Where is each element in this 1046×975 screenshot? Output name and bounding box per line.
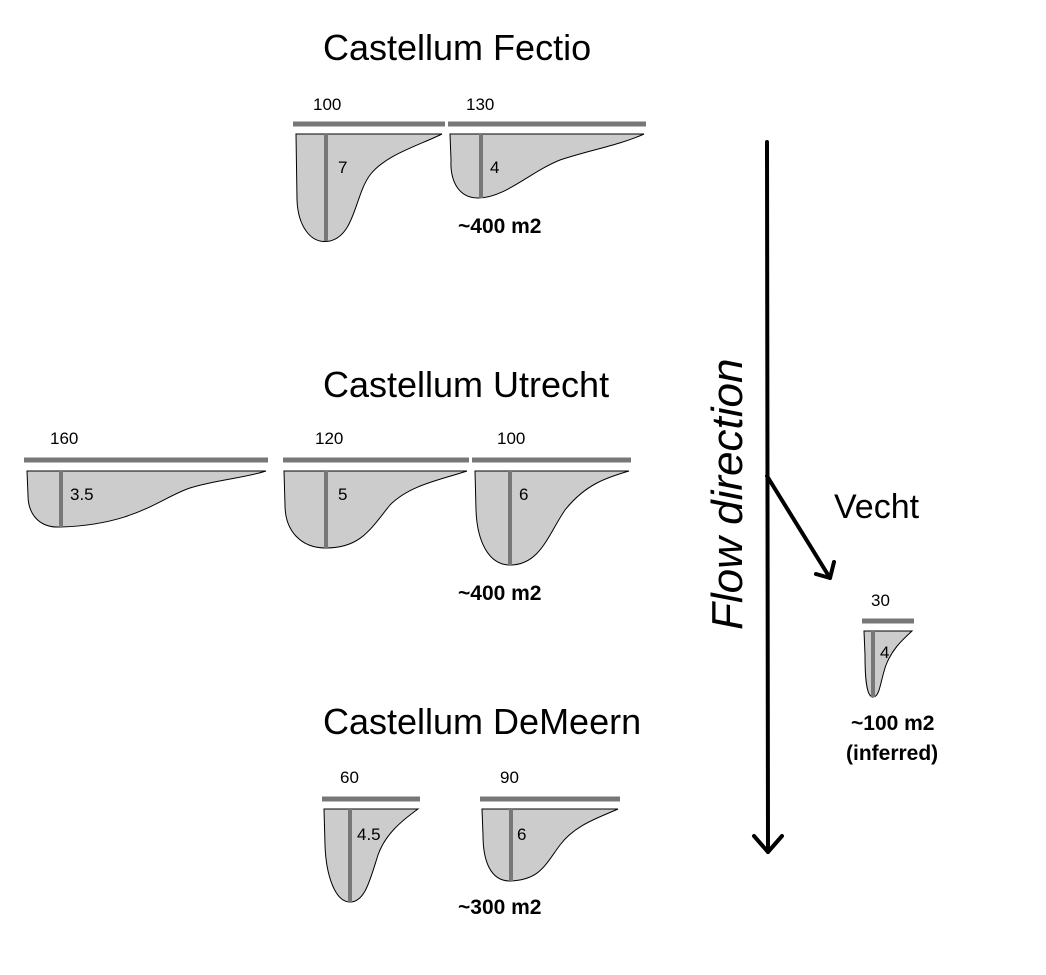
site-title-utrecht: Castellum Utrecht [323,364,609,405]
channel-depth-label: 4.5 [357,825,381,844]
channel-vecht-1: 30 4 [862,591,914,698]
channel-profile [449,133,645,199]
channel-fectio-1: 100 7 [293,95,445,242]
channel-fectio-2: 130 4 [448,95,646,199]
channel-profile [863,630,914,698]
vecht-branch-arrowhead [814,560,836,580]
site-title-demeern: Castellum DeMeern [323,701,641,742]
flow-direction-arrow: Flow direction [703,140,836,854]
channel-profile [295,133,443,242]
channel-profile [474,470,630,566]
channel-profile [283,470,468,549]
river-label-vecht: Vecht [834,488,920,526]
channel-demeern-1: 60 4.5 [322,768,420,903]
area-label-vecht: ~100 m2 [851,712,935,735]
channel-width-label: 120 [315,429,343,448]
channel-utrecht-1: 160 3.5 [24,429,268,528]
channel-depth-label: 3.5 [70,485,94,504]
site-utrecht: Castellum Utrecht 160 3.5 120 5 100 6 ~4… [24,364,631,605]
site-demeern: Castellum DeMeern 60 4.5 90 6 ~300 m2 [322,701,641,919]
site-title-fectio: Castellum Fectio [323,27,591,68]
channel-width-label: 30 [871,591,890,610]
channel-demeern-2: 90 6 [480,768,620,882]
main-flow-arrowhead [752,834,784,854]
channel-width-label: 60 [340,768,359,787]
area-label-fectio: ~400 m2 [458,215,542,238]
channel-width-label: 130 [466,95,494,114]
vecht-branch-line [765,474,832,580]
area-label-demeern: ~300 m2 [458,896,542,919]
channel-profile [481,808,619,882]
channel-width-label: 100 [497,429,525,448]
channel-depth-label: 6 [519,485,528,504]
channel-utrecht-3: 100 6 [472,429,631,566]
area-label-utrecht: ~400 m2 [458,582,542,605]
channel-profile [26,470,267,528]
channel-width-label: 90 [500,768,519,787]
main-flow-line [765,140,770,854]
channel-profile [323,808,420,903]
channel-width-label: 100 [313,95,341,114]
channel-utrecht-2: 120 5 [283,429,469,549]
site-fectio: Castellum Fectio 100 7 130 4 ~400 m2 [293,27,646,242]
channel-width-label: 160 [50,429,78,448]
area-note-vecht: (inferred) [846,742,938,765]
channel-depth-label: 5 [338,485,347,504]
site-vecht: Vecht 30 4 ~100 m2 (inferred) [834,488,938,765]
channel-depth-label: 7 [338,158,347,177]
channel-depth-label: 4 [490,158,499,177]
channel-depth-label: 6 [517,825,526,844]
channel-depth-label: 4 [880,643,889,662]
flow-direction-label: Flow direction [703,359,752,630]
